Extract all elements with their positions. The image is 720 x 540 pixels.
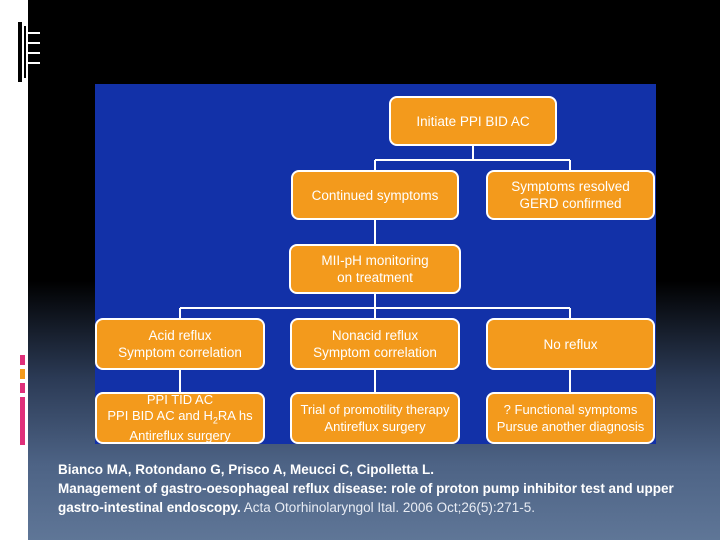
node-acid-reflux: Acid reflux Symptom correlation <box>95 318 265 370</box>
slide-logo-icon <box>18 22 40 82</box>
left-accent-bar <box>0 0 28 540</box>
node-promotility-therapy: Trial of promotility therapy Antireflux … <box>290 392 460 444</box>
node-ppi-tid-ac-line-1: PPI TID AC <box>146 391 214 407</box>
node-promotility-therapy-line-2: Antireflux surgery <box>324 419 426 434</box>
node-ppi-tid-ac-line-2: PPI BID AC and H2RA hs <box>107 408 252 429</box>
node-no-reflux: No reflux <box>486 318 655 370</box>
flowchart: Initiate PPI BID AC Continued symptoms S… <box>95 84 656 444</box>
node-ppi-tid-ac: PPI TID AC PPI BID AC and H2RA hs Antire… <box>95 392 265 444</box>
node-functional-symptoms-line-2: Pursue another diagnosis <box>496 419 645 434</box>
slide-accent-marks-icon <box>20 355 25 445</box>
node-continued-symptoms-line: Continued symptoms <box>311 187 439 203</box>
node-ppi-tid-ac-line-3: Antireflux surgery <box>129 428 231 444</box>
citation-authors: Bianco MA, Rotondano G, Prisco A, Meucci… <box>58 462 435 477</box>
citation-journal: Acta Otorhinolaryngol Ital. 2006 Oct;26(… <box>243 500 535 515</box>
node-continued-symptoms: Continued symptoms <box>291 170 459 220</box>
node-ppi-tid-ac-line-2-post: RA hs <box>217 407 253 423</box>
node-nonacid-reflux-line-2: Symptom correlation <box>313 345 437 360</box>
node-nonacid-reflux-line-1: Nonacid reflux <box>331 328 419 343</box>
node-acid-reflux-line-2: Symptom correlation <box>118 345 242 360</box>
node-mii-ph-monitoring: MII-pH monitoring on treatment <box>289 244 461 294</box>
node-initiate-ppi: Initiate PPI BID AC <box>389 96 557 146</box>
node-functional-symptoms: ? Functional symptoms Pursue another dia… <box>486 392 655 444</box>
node-symptoms-resolved: Symptoms resolved GERD confirmed <box>486 170 655 220</box>
node-nonacid-reflux: Nonacid reflux Symptom correlation <box>290 318 460 370</box>
node-no-reflux-line: No reflux <box>543 336 598 352</box>
citation-title: Management of gastro-oesophageal reflux … <box>58 481 674 515</box>
node-acid-reflux-line-1: Acid reflux <box>148 328 212 343</box>
node-ppi-tid-ac-line-2-pre: PPI BID AC and H <box>107 407 213 423</box>
node-functional-symptoms-line-1: ? Functional symptoms <box>503 402 638 417</box>
node-ppi-tid-ac-line-2-sub: 2 <box>212 415 218 426</box>
node-mii-ph-monitoring-line-1: MII-pH monitoring <box>321 253 429 268</box>
node-promotility-therapy-line-1: Trial of promotility therapy <box>300 402 450 417</box>
node-symptoms-resolved-line-1: Symptoms resolved <box>511 179 630 194</box>
node-initiate-ppi-line: Initiate PPI BID AC <box>416 113 530 129</box>
node-mii-ph-monitoring-line-2: on treatment <box>337 270 413 285</box>
citation: Bianco MA, Rotondano G, Prisco A, Meucci… <box>58 460 678 517</box>
flowchart-connectors <box>179 146 571 392</box>
node-symptoms-resolved-line-2: GERD confirmed <box>519 196 622 211</box>
